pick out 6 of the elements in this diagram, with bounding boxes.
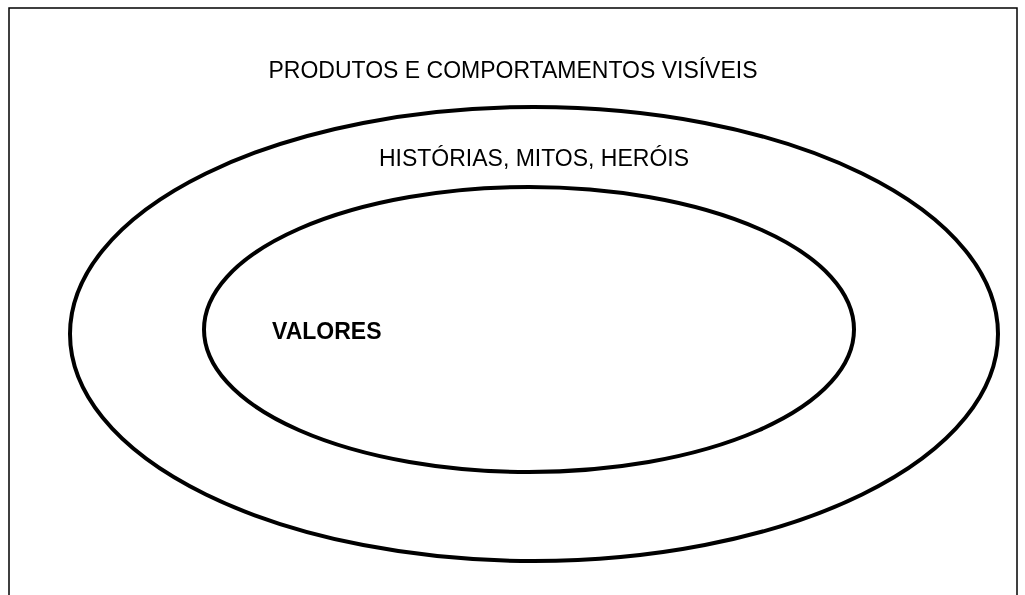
node-label: PRODUTOS E COMPORTAMENTOS VISÍVEIS (268, 57, 758, 84)
inner-ellipse (202, 185, 856, 474)
outer-ellipse (68, 105, 1000, 563)
node-label: HISTÓRIAS, MITOS, HERÓIS (378, 145, 690, 172)
node-label: VALORES (272, 318, 382, 345)
outer-frame (8, 7, 1018, 595)
